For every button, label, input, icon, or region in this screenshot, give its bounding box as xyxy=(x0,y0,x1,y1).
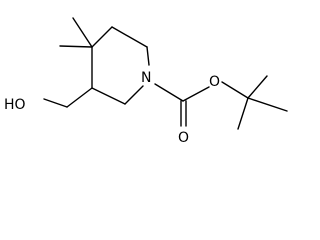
bond-n-c2 xyxy=(124,85,144,105)
bond-methyl-up xyxy=(72,17,93,48)
bond-tbu-methyl-up xyxy=(247,75,268,99)
hydroxymethyl-group: HO xyxy=(4,87,93,113)
carbonyl-oxygen-label: O xyxy=(178,130,189,146)
ester-oxygen-label: O xyxy=(209,74,220,90)
hydroxyl-label: HO xyxy=(4,97,26,113)
bond-c2-c3 xyxy=(91,87,126,105)
piperidine-ring xyxy=(91,26,150,105)
bond-c4-c5 xyxy=(111,26,148,48)
bond-methyl-left xyxy=(59,45,93,48)
bond-n-carbonyl xyxy=(154,83,184,102)
bond-c5-c6 xyxy=(146,46,150,66)
nitrogen-label: N xyxy=(141,70,151,86)
bond-o-tertbutyl xyxy=(221,81,249,99)
chemical-structure: HO N O O xyxy=(4,17,288,146)
boc-group: O O xyxy=(154,74,288,146)
gem-dimethyl xyxy=(59,17,93,48)
bond-ch2-o xyxy=(43,98,68,108)
bond-c4q-c4 xyxy=(91,26,113,48)
bond-carbonyl-ester-o xyxy=(182,86,210,102)
bond-tbu-methyl-down xyxy=(237,97,249,130)
bond-tbu-methyl-right xyxy=(247,97,288,112)
bond-c3-ch2 xyxy=(66,87,93,108)
